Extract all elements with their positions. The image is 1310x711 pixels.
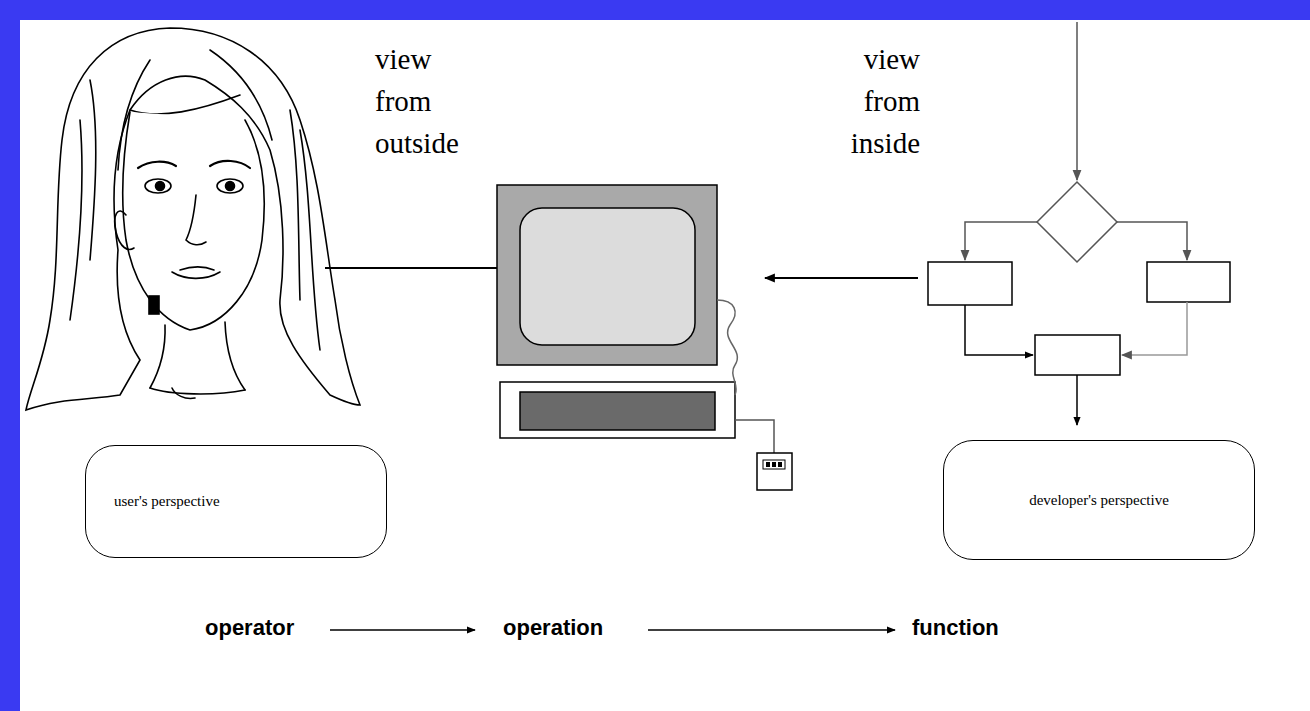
view-caption: view from inside — [851, 38, 920, 164]
perspective-text: developer's perspective — [1029, 492, 1169, 509]
flowchart-part — [965, 305, 1033, 355]
woman-figure-part — [225, 322, 245, 390]
computer-part — [500, 382, 735, 438]
flowchart-part — [965, 222, 1037, 260]
woman-figure-part — [123, 112, 265, 330]
woman-figure-part — [26, 28, 360, 410]
role-word: operator — [205, 615, 294, 641]
computer — [497, 185, 792, 490]
computer-part — [717, 300, 737, 395]
flowchart-part — [1076, 375, 1078, 425]
flow-arrow — [648, 629, 895, 631]
flowchart-part — [928, 262, 1012, 305]
woman-figure-part — [90, 80, 96, 260]
flowchart-part — [1035, 335, 1120, 375]
woman-figure-part — [172, 272, 220, 278]
perspective-text: user's perspective — [114, 493, 220, 510]
computer-part — [497, 185, 717, 365]
flowchart-part — [1117, 222, 1187, 260]
computer-part — [520, 208, 695, 345]
flow-arrow — [330, 629, 475, 631]
computer-part — [772, 462, 776, 467]
woman-figure-part — [130, 95, 240, 114]
woman-figure-part — [150, 325, 165, 388]
flowchart-part — [1147, 262, 1230, 302]
computer-part — [766, 462, 770, 467]
view-arrow — [765, 277, 918, 279]
role-word: function — [912, 615, 999, 641]
woman-figure-part — [226, 182, 235, 191]
woman-figure-part — [180, 267, 214, 270]
woman-figure-part — [300, 130, 320, 350]
woman-figure-part — [210, 161, 250, 168]
woman-figure-part — [217, 179, 243, 193]
computer-part — [763, 460, 785, 469]
woman-figure-part — [186, 195, 206, 245]
role-word: operation — [503, 615, 603, 641]
woman-figure-part — [156, 182, 165, 191]
flowchart-part — [1122, 302, 1187, 355]
woman-figure-part — [115, 211, 134, 249]
woman-figure-part — [149, 296, 159, 314]
computer-part — [757, 453, 792, 490]
perspective-box: developer's perspective — [943, 440, 1255, 560]
woman-figure-part — [290, 110, 300, 300]
view-caption: view from outside — [375, 38, 459, 164]
perspective-box: user's perspective — [85, 445, 387, 558]
computer-part — [778, 462, 782, 467]
woman-figure-part — [150, 388, 245, 394]
woman-figure-part — [145, 179, 171, 193]
flowchart — [928, 22, 1230, 425]
computer-part — [520, 392, 715, 430]
computer-part — [735, 420, 774, 453]
woman-figure-part — [70, 120, 82, 320]
flowchart-part — [1037, 182, 1117, 262]
flowchart-part — [1076, 22, 1078, 180]
woman-figure — [26, 28, 360, 410]
woman-figure-part — [138, 162, 176, 168]
woman-figure-part — [172, 388, 195, 398]
